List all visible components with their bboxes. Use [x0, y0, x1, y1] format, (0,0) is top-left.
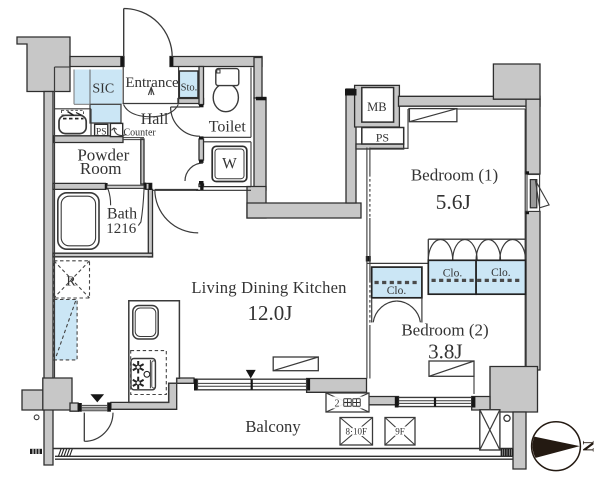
- svg-text:12.0J: 12.0J: [248, 301, 293, 325]
- svg-text:PS: PS: [376, 131, 389, 145]
- svg-text:N: N: [579, 441, 596, 452]
- svg-text:PS: PS: [96, 128, 107, 138]
- svg-text:Living Dining Kitchen: Living Dining Kitchen: [191, 278, 347, 297]
- svg-text:W: W: [222, 156, 237, 173]
- svg-text:1216: 1216: [106, 221, 137, 237]
- svg-text:Clo.: Clo.: [387, 285, 407, 297]
- svg-text:Sto.: Sto.: [181, 83, 198, 94]
- svg-text:2: 2: [335, 399, 340, 410]
- svg-text:Entrance: Entrance: [125, 75, 179, 91]
- svg-text:R: R: [66, 275, 76, 290]
- svg-text:Toilet: Toilet: [209, 119, 247, 136]
- svg-text:Clo.: Clo.: [491, 267, 511, 279]
- svg-text:8·10F: 8·10F: [345, 426, 367, 436]
- svg-text:Bedroom (2): Bedroom (2): [401, 321, 488, 340]
- svg-text:Bedroom (1): Bedroom (1): [411, 166, 498, 185]
- svg-text:Powder: Powder: [77, 146, 129, 165]
- svg-text:SIC: SIC: [92, 82, 114, 97]
- svg-text:3.8J: 3.8J: [428, 340, 462, 364]
- svg-text:MB: MB: [367, 100, 386, 114]
- svg-text:Counter: Counter: [124, 128, 157, 139]
- svg-text:9F: 9F: [395, 426, 405, 436]
- svg-text:Bath: Bath: [107, 206, 137, 223]
- svg-text:Balcony: Balcony: [245, 417, 301, 436]
- svg-text:Clo.: Clo.: [443, 268, 463, 280]
- svg-text:Room: Room: [80, 159, 122, 178]
- svg-text:5.6J: 5.6J: [436, 190, 471, 214]
- svg-text:Hall: Hall: [141, 111, 169, 128]
